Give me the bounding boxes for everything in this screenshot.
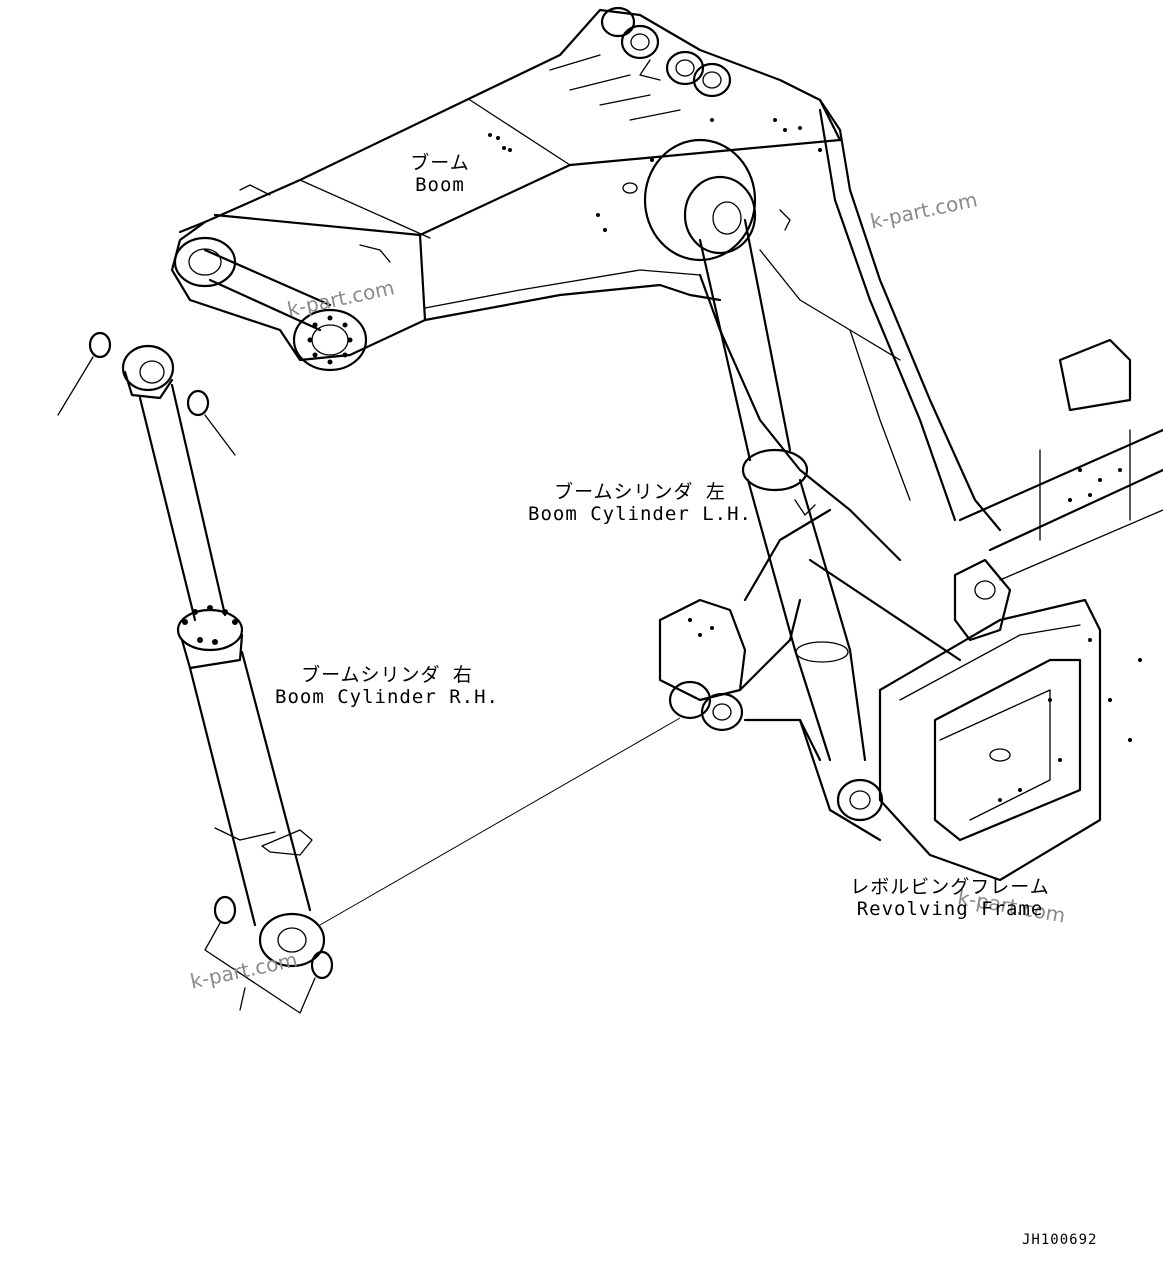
label-revolving-frame-en: Revolving Frame — [856, 898, 1044, 920]
label-boom-cylinder-rh-ja: ブームシリンダ 右 — [301, 664, 473, 686]
revolving-frame-drawing — [658, 338, 1163, 882]
label-boom-cylinder-lh-ja: ブームシリンダ 左 — [554, 481, 726, 503]
label-revolving-frame-ja: レボルビングフレーム — [850, 876, 1050, 898]
label-boom-cylinder-lh-en: Boom Cylinder L.H. — [528, 503, 752, 525]
boom-drawing — [170, 6, 1002, 562]
boom-cylinder-rh-drawing — [57, 331, 681, 1014]
label-boom-cylinder-rh: ブームシリンダ 右 Boom Cylinder R.H. — [265, 664, 509, 708]
label-boom: ブーム Boom — [380, 152, 500, 196]
drawing-code: JH100692 — [1022, 1232, 1098, 1248]
label-boom-cylinder-lh: ブームシリンダ 左 Boom Cylinder L.H. — [520, 481, 760, 525]
label-boom-cylinder-rh-en: Boom Cylinder R.H. — [275, 686, 499, 708]
label-boom-ja: ブーム — [410, 152, 470, 174]
label-revolving-frame: レボルビングフレーム Revolving Frame — [845, 876, 1055, 920]
label-boom-en: Boom — [415, 174, 465, 196]
boom-cylinder-lh-drawing — [698, 218, 867, 762]
